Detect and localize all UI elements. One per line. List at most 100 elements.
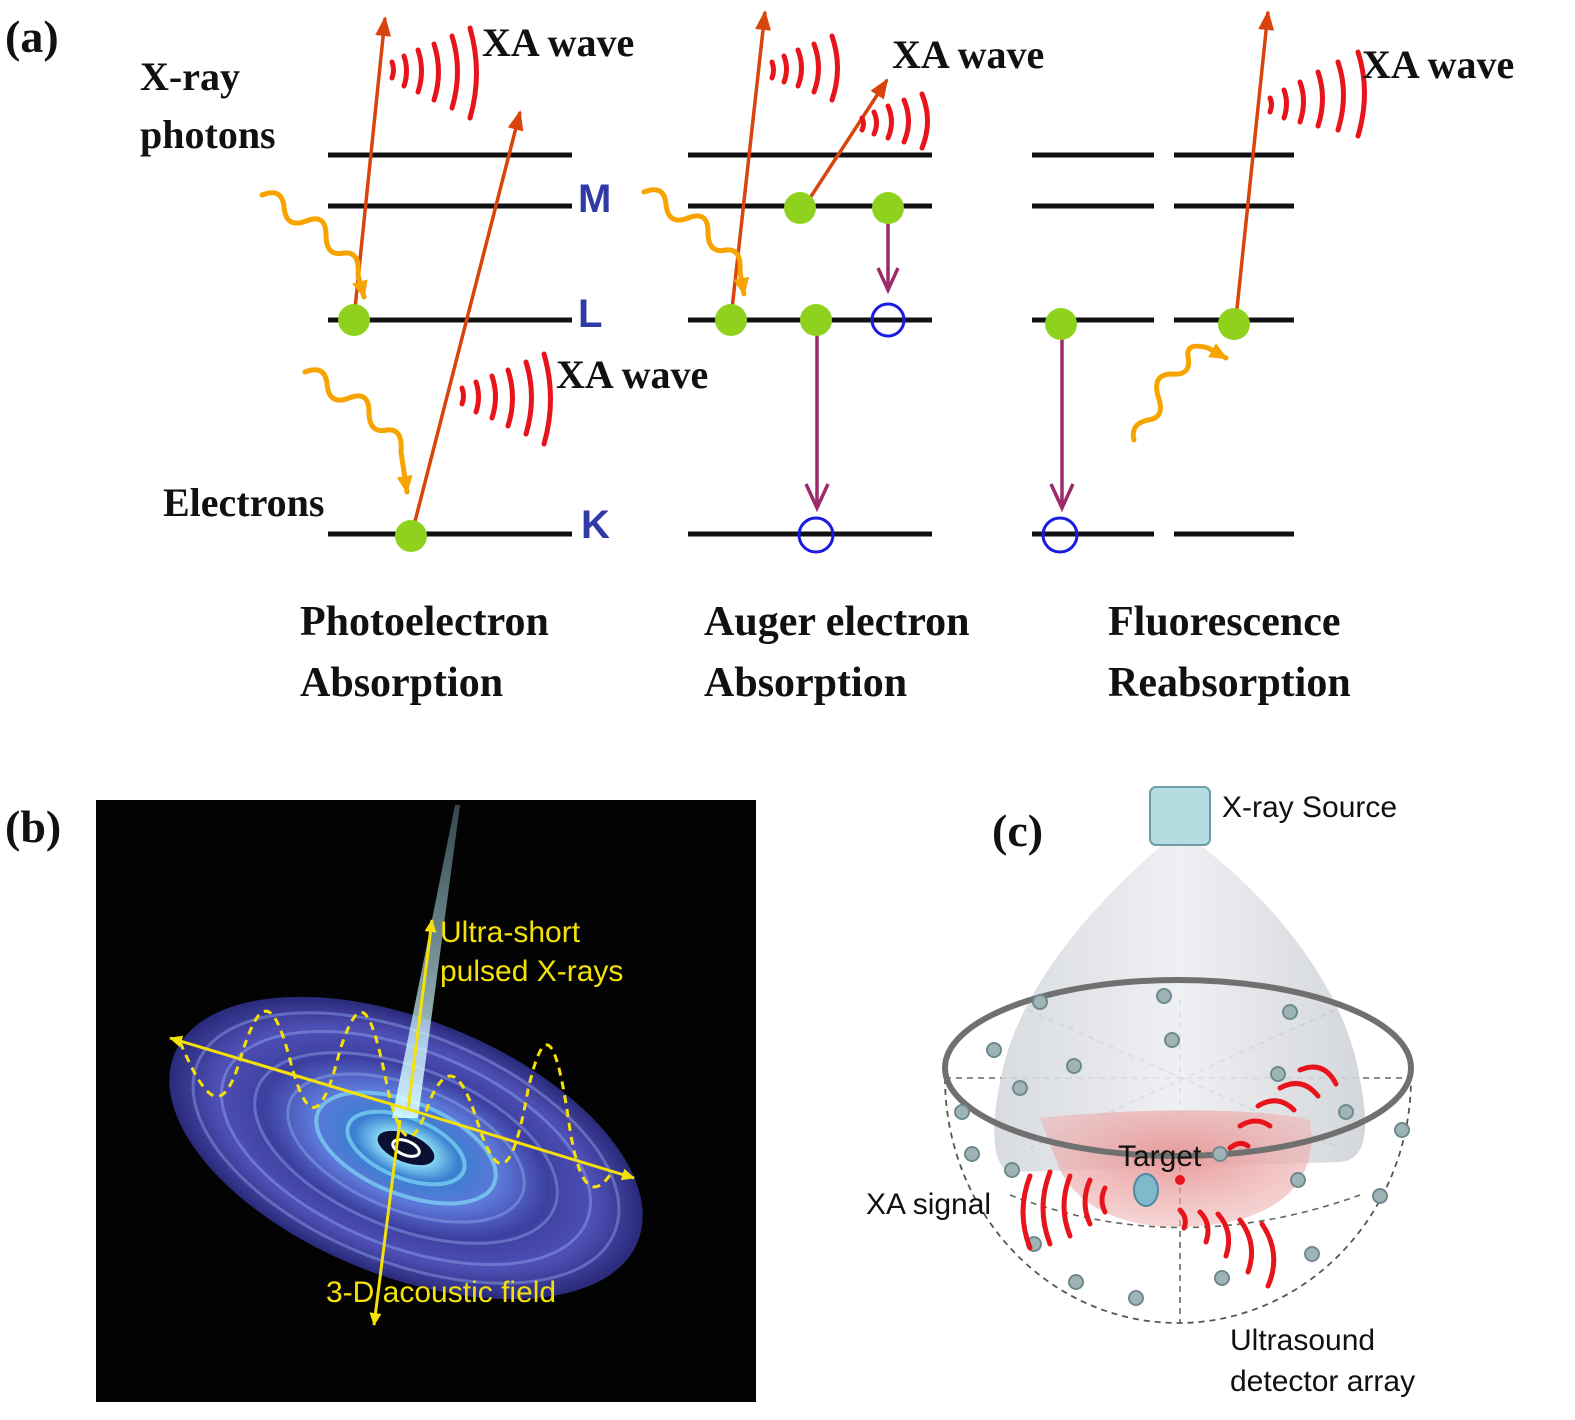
panel-a-label: (a) — [5, 11, 59, 62]
detector-element — [1304, 1246, 1320, 1262]
xa-signal-label: XA signal — [866, 1188, 991, 1221]
electron — [395, 520, 427, 552]
fluorescence-caption-line2: Reabsorption — [1108, 660, 1351, 706]
disk-ring — [314, 1090, 498, 1206]
target-center — [1175, 1175, 1185, 1185]
xray-photons-label-line1: X-ray — [140, 54, 240, 99]
arrow-head — [1049, 483, 1075, 513]
electron — [800, 304, 832, 336]
electrons — [338, 192, 1250, 552]
detector-element — [1068, 1274, 1084, 1290]
xa-wave-icon — [389, 25, 479, 121]
xray-source-icon — [1149, 786, 1211, 846]
detector-element — [1372, 1188, 1388, 1204]
detector-element — [1282, 1004, 1298, 1020]
xa-wave-label: XA wave — [892, 32, 1044, 77]
acoustic-wave — [178, 1009, 614, 1189]
panel-a: (a) X-ray photons Electrons — [5, 10, 1514, 706]
detector-element — [1164, 1032, 1180, 1048]
detector-element — [954, 1104, 970, 1120]
pulsed-xrays-label-line1: Ultra-short — [440, 916, 581, 949]
disk-ring — [286, 1072, 526, 1224]
xray-source-label: X-ray Source — [1222, 791, 1397, 824]
auger-electron-arrow — [808, 78, 889, 199]
electron — [872, 192, 904, 224]
detector-element — [1394, 1122, 1410, 1138]
transition-arrows — [804, 212, 1075, 513]
hole — [797, 516, 835, 554]
shell-label-l: L — [578, 292, 602, 336]
detector-element — [986, 1042, 1002, 1058]
detector-element — [1156, 988, 1172, 1004]
xa-wave-icon — [1177, 1207, 1277, 1289]
horizontal-axis-arrow-right — [403, 1106, 635, 1181]
disk-ring — [345, 1109, 467, 1187]
electron — [338, 304, 370, 336]
pulsed-xrays-label-line2: pulsed X-rays — [440, 955, 623, 988]
xray-photon-icon — [641, 187, 750, 297]
xray-photon-icon — [302, 367, 413, 495]
panel-b: (b) Ul — [5, 800, 756, 1402]
vertical-axis-arrow-up — [406, 919, 437, 1111]
detector-element — [1012, 1080, 1028, 1096]
hole — [870, 302, 906, 338]
panel-b-label: (b) — [5, 801, 61, 852]
fluorescence-photon-icon — [1130, 343, 1229, 443]
xray-cone — [994, 845, 1366, 1172]
xa-wave-icon — [1227, 1064, 1339, 1151]
acoustic-field-label: 3-D acoustic field — [326, 1276, 556, 1309]
detector-element — [1212, 1146, 1228, 1162]
disk-core-ring — [391, 1138, 421, 1158]
xray-photon-icon — [259, 190, 368, 300]
detector-element — [1214, 1270, 1230, 1286]
xa-signal-waves — [1020, 1064, 1339, 1289]
electrons-label: Electrons — [163, 480, 324, 525]
xa-wave-label: XA wave — [482, 20, 634, 65]
detector-ring — [942, 977, 1414, 1159]
hole — [1041, 516, 1079, 554]
fluorescence-shells — [1032, 152, 1294, 537]
detector-element — [1128, 1290, 1144, 1306]
xray-photons-label-line2: photons — [140, 112, 276, 157]
xa-wave-label: XA wave — [556, 352, 708, 397]
shell-label-m: M — [578, 177, 611, 221]
holes — [797, 302, 1079, 554]
auger-caption-line2: Absorption — [704, 660, 907, 706]
disk-ring — [191, 1011, 621, 1285]
arrow-head — [876, 267, 900, 295]
xa-wave-icon — [459, 351, 553, 447]
target-label: Target — [1118, 1140, 1202, 1173]
xa-wave-icon — [1020, 1169, 1108, 1251]
electron — [1045, 308, 1077, 340]
panel-c-label: (c) — [992, 805, 1043, 856]
photoelectron-emission-arrow — [410, 110, 524, 534]
detector-array-label-line1: Ultrasound — [1230, 1324, 1375, 1357]
target-marker-icon — [1133, 1173, 1159, 1207]
panel-c: (c) X-ray Source — [866, 786, 1415, 1398]
detector-element — [1032, 994, 1048, 1010]
xa-wave-icon — [859, 91, 930, 151]
xa-wave-label: XA wave — [1362, 42, 1514, 87]
detector-element — [1066, 1058, 1082, 1074]
axis-arrows — [169, 919, 635, 1326]
detector-element — [1290, 1172, 1306, 1188]
detector-array-label-line2: detector array — [1230, 1365, 1415, 1398]
auger-caption-line1: Auger electron — [704, 599, 970, 645]
photoelectron-caption-line1: Photoelectron — [300, 599, 549, 645]
emission-arrows — [352, 10, 1275, 534]
electron — [784, 192, 816, 224]
xray-photon-wiggles — [259, 187, 1229, 495]
detector-element — [1270, 1066, 1286, 1082]
auger-emission-arrow — [729, 10, 771, 319]
horizontal-axis-arrow-left — [169, 1035, 405, 1110]
xa-wave-icon — [769, 33, 840, 103]
shell-label-k: K — [581, 503, 610, 547]
arrow-head — [804, 483, 830, 513]
disk-core — [377, 1130, 435, 1166]
photoelectron-caption-line2: Absorption — [300, 660, 503, 706]
detector-element — [1004, 1162, 1020, 1178]
xa-wave-arcs — [389, 25, 1367, 447]
target-region — [1040, 1110, 1312, 1227]
detector-element — [964, 1146, 980, 1162]
